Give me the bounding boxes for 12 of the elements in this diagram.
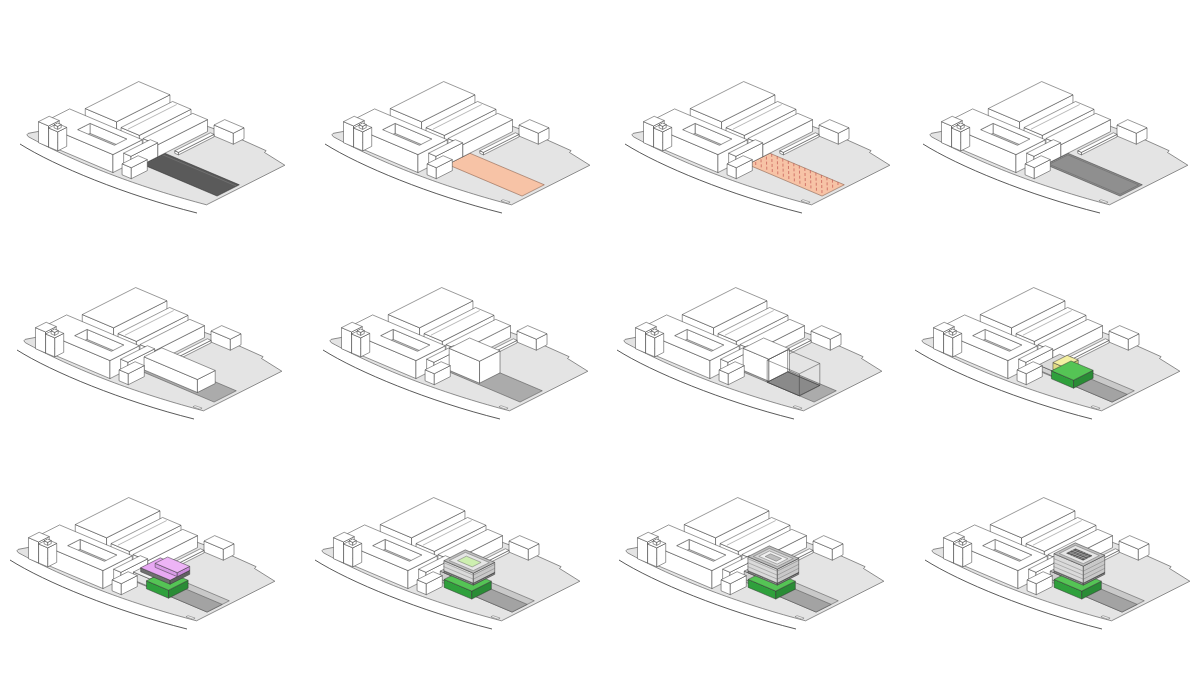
axonometric-drawing: [618, 497, 885, 630]
axonometric-drawing: [922, 81, 1189, 214]
axonometric-drawing: [314, 497, 581, 630]
axonometric-drawing: [16, 287, 283, 420]
axonometric-drawing: [9, 497, 276, 630]
axonometric-drawing: [624, 81, 891, 214]
axonometric-drawing: [914, 287, 1181, 420]
axonometric-drawing: [324, 81, 591, 214]
axonometric-drawing: [19, 81, 286, 214]
axonometric-drawing: [322, 287, 589, 420]
axonometric-drawing: [616, 287, 883, 420]
axonometric-drawing: [924, 497, 1191, 630]
